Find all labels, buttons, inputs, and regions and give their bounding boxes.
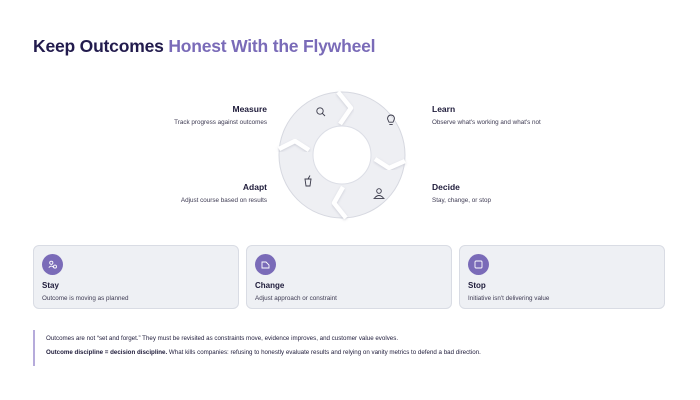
card-stay: Stay Outcome is moving as planned	[33, 245, 239, 309]
card-change-title: Change	[255, 281, 285, 290]
flywheel-divider-right	[373, 157, 406, 171]
stop-icon	[468, 254, 489, 275]
page-title: Keep Outcomes Honest With the Flywheel	[33, 36, 376, 57]
callout-note: Outcomes are not “set and forget.” They …	[33, 330, 673, 366]
step-measure-desc: Track progress against outcomes	[174, 119, 267, 126]
step-measure: Measure Track progress against outcomes	[174, 104, 267, 126]
flywheel-wheel	[277, 90, 406, 220]
flywheel-diagram: Measure Track progress against outcomes …	[174, 90, 541, 220]
card-stop: Stop Initiative isn't delivering value	[459, 245, 665, 309]
card-stop-desc: Initiative isn't delivering value	[468, 295, 550, 302]
step-decide-name: Decide	[432, 182, 460, 192]
page-title-part2: Honest With the Flywheel	[168, 36, 376, 56]
step-measure-name: Measure	[232, 104, 268, 114]
card-change-desc: Adjust approach or constraint	[255, 295, 337, 302]
flywheel-divider-bottom	[331, 185, 348, 220]
cup-icon	[304, 175, 312, 187]
card-stop-title: Stop	[468, 281, 486, 290]
step-decide: Decide Stay, change, or stop	[432, 182, 491, 204]
step-learn: Learn Observe what's working and what's …	[432, 104, 541, 126]
flywheel-divider-top	[336, 90, 354, 126]
change-icon	[255, 254, 276, 275]
note-emphasis: Outcome discipline = decision discipline…	[46, 349, 168, 356]
card-change: Change Adjust approach or constraint	[246, 245, 452, 309]
step-learn-desc: Observe what's working and what's not	[432, 119, 541, 126]
step-decide-desc: Stay, change, or stop	[432, 197, 492, 204]
stay-icon	[42, 254, 63, 275]
note-line-1: Outcomes are not “set and forget.” They …	[46, 335, 399, 342]
page-title-part1: Keep Outcomes	[33, 36, 164, 56]
card-stay-title: Stay	[42, 281, 59, 290]
step-adapt-name: Adapt	[242, 182, 267, 192]
flywheel-divider-left	[277, 138, 311, 152]
search-icon	[316, 107, 326, 117]
step-adapt-desc: Adjust course based on results	[180, 197, 267, 204]
flywheel-hub	[312, 125, 372, 185]
step-adapt: Adapt Adjust course based on results	[181, 182, 267, 204]
note-line-2: Outcome discipline = decision discipline…	[46, 349, 481, 356]
step-learn-name: Learn	[432, 104, 456, 114]
lightbulb-icon	[387, 114, 395, 125]
note-line-2-rest: What kills companies: refusing to honest…	[167, 349, 481, 356]
person-icon	[373, 188, 385, 199]
card-stay-desc: Outcome is moving as planned	[42, 295, 129, 302]
